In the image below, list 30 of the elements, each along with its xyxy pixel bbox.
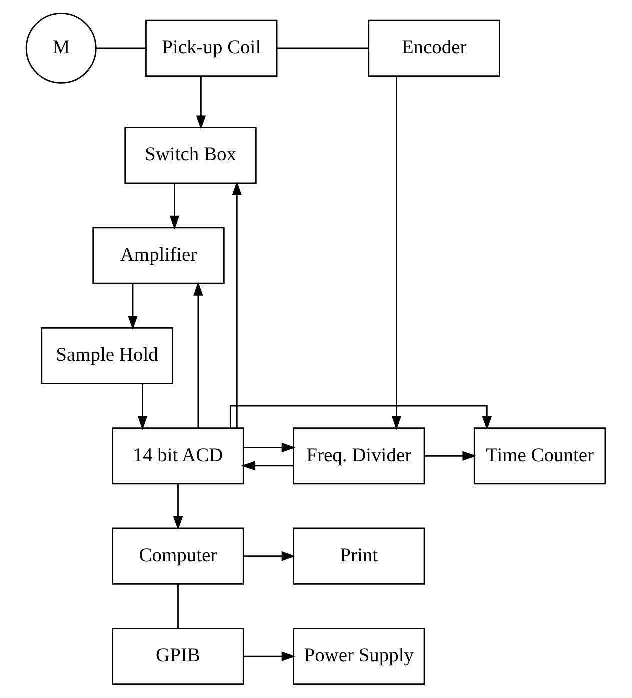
arrow: [138, 384, 148, 430]
node-box: Print: [293, 528, 426, 585]
node-box: 14 bit ACD: [112, 428, 244, 485]
connector: [178, 584, 179, 628]
arrow: [170, 184, 180, 230]
connector: [277, 48, 369, 50]
arrow: [128, 284, 138, 330]
node-box: Pick-up Coil: [146, 20, 278, 77]
node-box: Amplifier: [92, 227, 225, 284]
arrow: [230, 405, 492, 430]
node-box: Computer: [112, 528, 244, 585]
arrow: [424, 451, 477, 462]
arrow: [244, 551, 296, 562]
arrow: [392, 76, 402, 430]
connector: [96, 48, 146, 50]
node-box: Sample Hold: [41, 327, 174, 384]
arrow: [244, 442, 296, 453]
node-box: Switch Box: [124, 127, 257, 184]
arrow: [244, 652, 296, 662]
node-box: Time Counter: [474, 428, 606, 485]
node-box: Freq. Divider: [293, 428, 426, 485]
node-box: Power Supply: [293, 628, 426, 686]
arrow: [196, 76, 206, 130]
arrow: [232, 181, 242, 428]
node-circle: M: [26, 12, 97, 84]
node-box: Encoder: [368, 20, 500, 77]
arrow: [242, 461, 294, 471]
node-box: GPIB: [112, 628, 244, 686]
arrow: [194, 282, 204, 428]
arrow: [173, 484, 184, 530]
